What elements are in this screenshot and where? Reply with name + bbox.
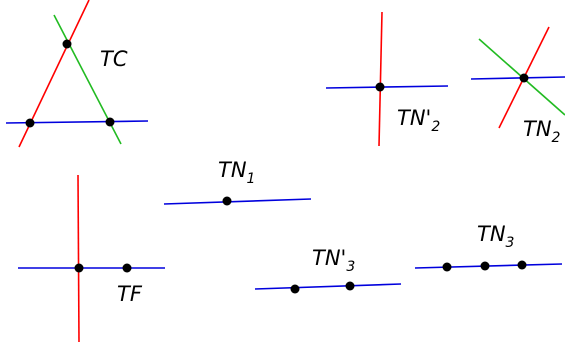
figure-tn2-prime: TN'2 — [325, 11, 449, 147]
tn3-prime-label-base: TN' — [312, 246, 346, 270]
figure-tn1: TN1 — [163, 158, 312, 206]
tn3-prime-label: TN'3 — [312, 246, 355, 275]
tn2-prime-blue-line — [325, 85, 449, 89]
tn2-prime-label: TN'2 — [397, 106, 440, 135]
tn3-prime-point-left — [290, 284, 300, 294]
tn2-prime-label-sub: 2 — [431, 119, 440, 135]
tn2-label: TN2 — [523, 117, 561, 146]
tn2-label-sub: 2 — [552, 130, 561, 146]
tn1-label-sub: 1 — [247, 171, 256, 187]
figure-tc: TC — [5, 0, 149, 148]
tn3-prime-point-right — [345, 281, 355, 291]
figure-tn3: TN3 — [414, 222, 563, 272]
tc-point-left — [25, 118, 35, 128]
tn2-prime-point — [375, 82, 385, 92]
tf-red-line — [77, 174, 80, 343]
tn3-label: TN3 — [477, 222, 514, 251]
tn3-prime-label-sub: 3 — [346, 259, 355, 275]
tc-point-top — [62, 39, 72, 49]
tn3-label-base: TN — [477, 222, 506, 246]
tn3-prime-blue-line — [254, 283, 402, 290]
tn2-prime-red-line — [378, 11, 383, 147]
tn2-blue-line — [470, 76, 565, 80]
tc-label: TC — [100, 47, 128, 71]
tf-label-base: TF — [117, 282, 143, 306]
tc-point-right — [105, 117, 115, 127]
tn2-prime-label-base: TN' — [397, 106, 431, 130]
tn1-point — [222, 196, 232, 206]
figure-tn2: TN2 — [470, 26, 565, 146]
tn1-label: TN1 — [218, 158, 255, 187]
tc-label-base: TC — [100, 47, 128, 71]
tn3-point-left — [442, 262, 452, 272]
tf-point-right — [122, 263, 132, 273]
tn3-point-right — [517, 260, 527, 270]
tn1-blue-line — [163, 198, 312, 205]
tn1-label-base: TN — [218, 158, 247, 182]
tn2-point — [519, 73, 529, 83]
tf-label: TF — [117, 282, 143, 306]
figure-tf: TF — [18, 174, 165, 343]
tn3-point-middle — [480, 261, 490, 271]
tn3-label-sub: 3 — [506, 235, 515, 251]
figure-tn3-prime: TN'3 — [254, 246, 402, 294]
tf-point-cross — [74, 263, 84, 273]
tn2-label-base: TN — [523, 117, 552, 141]
